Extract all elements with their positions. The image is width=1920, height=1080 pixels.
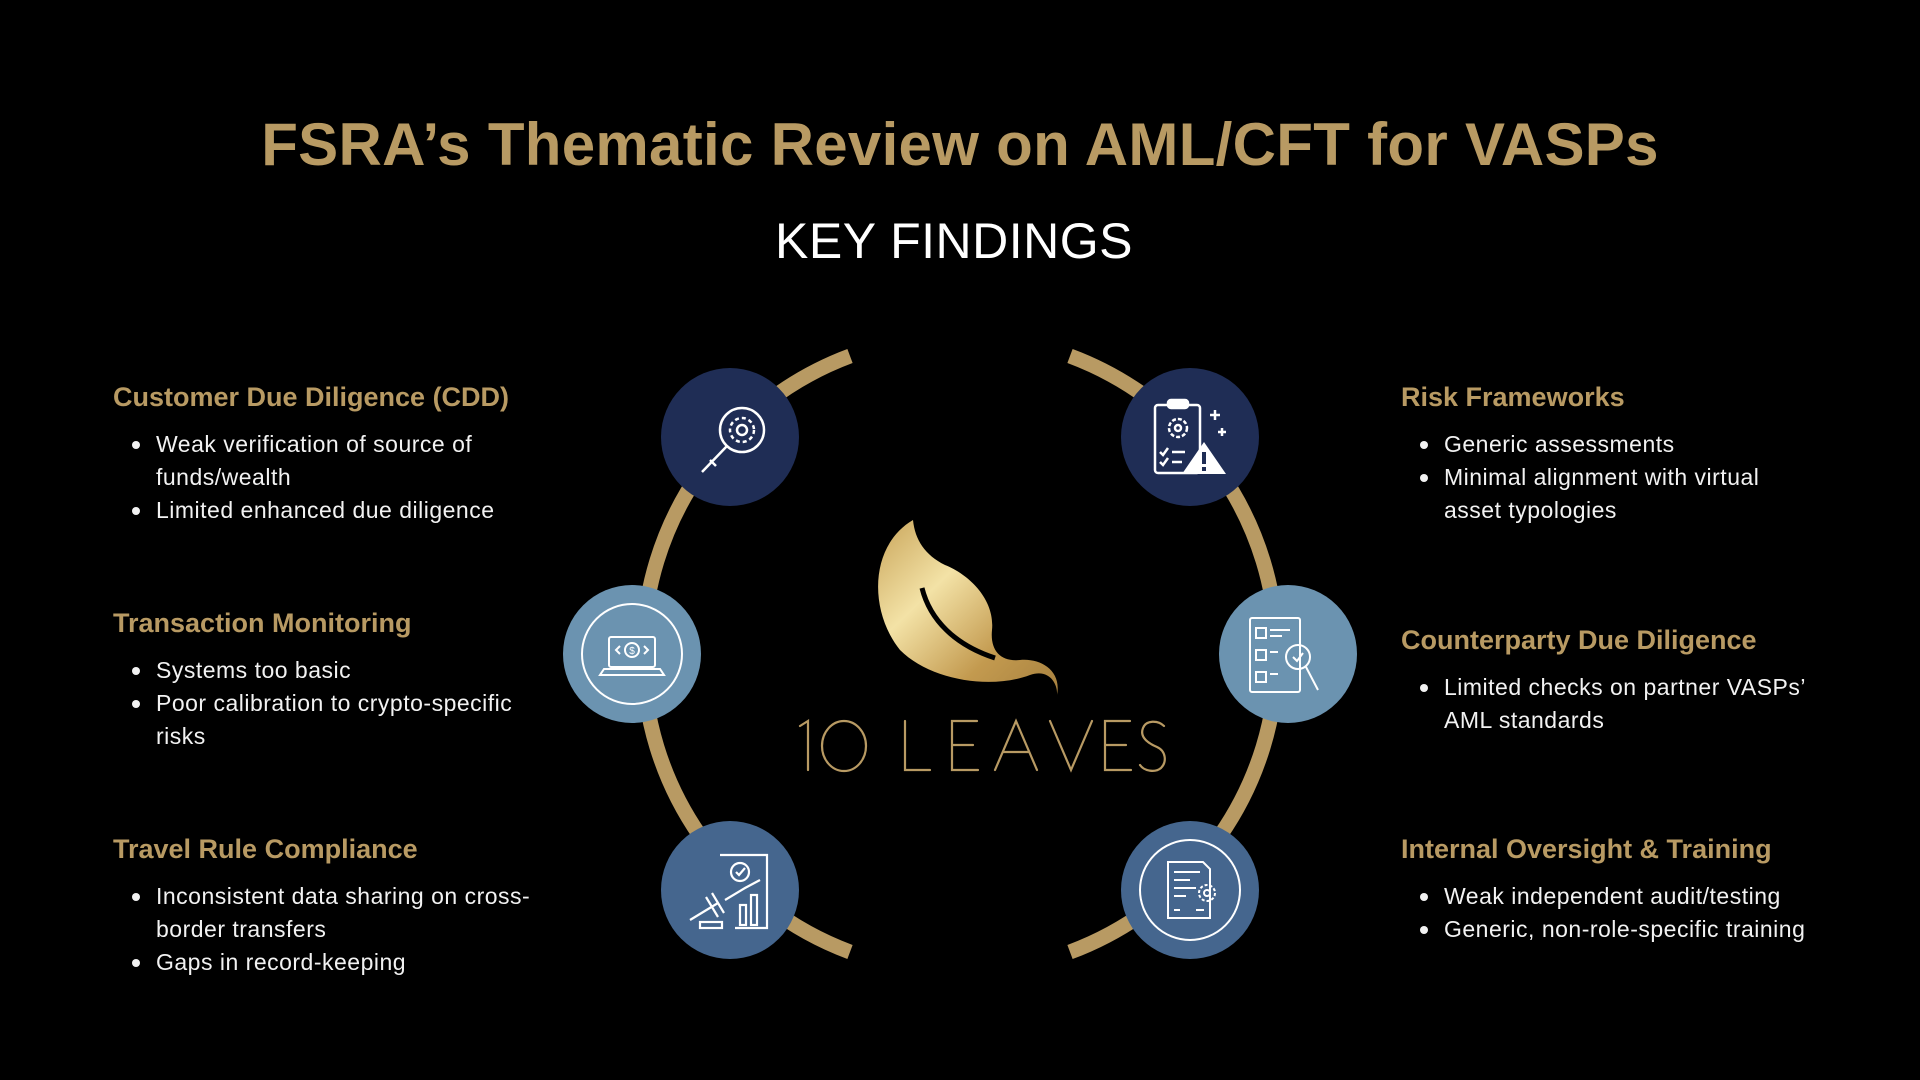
bullet-list: Limited checks on partner VASPs’ AML sta…: [1401, 671, 1881, 737]
section-heading: Transaction Monitoring: [113, 608, 412, 638]
document-gear-icon: [1121, 821, 1259, 959]
section-heading: Travel Rule Compliance: [113, 834, 418, 864]
section-counterparty-dd: Counterparty Due Diligence Limited check…: [1401, 623, 1881, 737]
list-item: Limited checks on partner VASPs’ AML sta…: [1420, 671, 1819, 737]
bullet-list: Weak verification of source of funds/wea…: [113, 428, 593, 527]
bullet-list: Inconsistent data sharing on cross-borde…: [113, 880, 593, 979]
checklist-search-icon: [1219, 585, 1357, 723]
section-heading: Risk Frameworks: [1401, 382, 1625, 412]
section-risk-frameworks: Risk Frameworks Generic assessments Mini…: [1401, 380, 1881, 527]
magnifier-gear-icon: [661, 368, 799, 506]
logo-wordmark: [798, 718, 1166, 773]
section-transaction-monitoring: Transaction Monitoring Systems too basic…: [113, 606, 593, 753]
clipboard-warning-icon: [1121, 368, 1259, 506]
bullet-list: Generic assessments Minimal alignment wi…: [1401, 428, 1881, 527]
gavel-report-icon: [661, 821, 799, 959]
section-travel-rule: Travel Rule Compliance Inconsistent data…: [113, 832, 593, 979]
bullet-list: Weak independent audit/testing Generic, …: [1401, 880, 1881, 946]
bullet-list: Systems too basic Poor calibration to cr…: [113, 654, 593, 753]
list-item: Limited enhanced due diligence: [132, 494, 531, 527]
list-item: Generic, non-role-specific training: [1420, 913, 1819, 946]
section-cdd: Customer Due Diligence (CDD) Weak verifi…: [113, 380, 593, 527]
list-item: Gaps in record-keeping: [132, 946, 531, 979]
list-item: Inconsistent data sharing on cross-borde…: [132, 880, 531, 946]
section-heading: Internal Oversight & Training: [1401, 834, 1772, 864]
laptop-dollar-icon: $: [563, 585, 701, 723]
section-heading: Counterparty Due Diligence: [1401, 625, 1757, 655]
list-item: Weak independent audit/testing: [1420, 880, 1819, 913]
svg-text:$: $: [629, 646, 635, 657]
page-subtitle: KEY FINDINGS: [775, 213, 1133, 269]
list-item: Minimal alignment with virtual asset typ…: [1420, 461, 1819, 527]
section-heading: Customer Due Diligence (CDD): [113, 382, 510, 412]
list-item: Generic assessments: [1420, 428, 1819, 461]
page-title: FSRA’s Thematic Review on AML/CFT for VA…: [261, 111, 1659, 178]
list-item: Systems too basic: [132, 654, 531, 687]
leaf-logo-icon: [878, 520, 1058, 695]
section-internal-oversight: Internal Oversight & Training Weak indep…: [1401, 832, 1881, 946]
list-item: Poor calibration to crypto-specific risk…: [132, 687, 531, 753]
list-item: Weak verification of source of funds/wea…: [132, 428, 531, 494]
